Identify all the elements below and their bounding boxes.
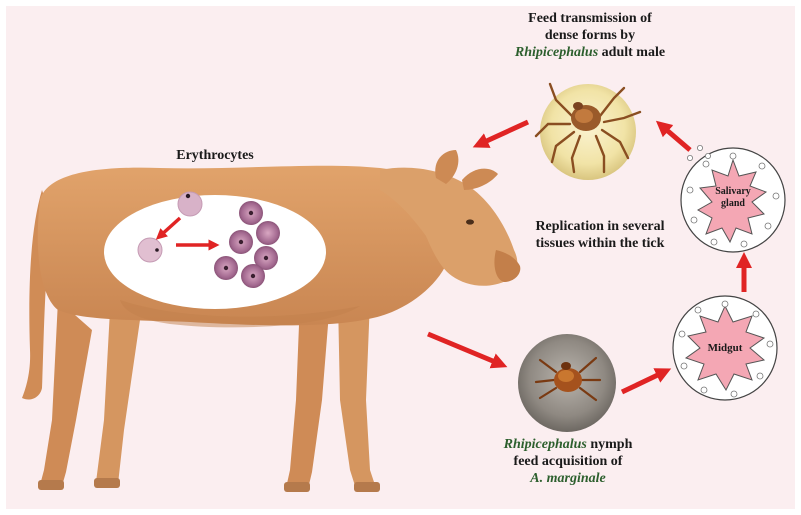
nymph-tick-photo (518, 334, 616, 432)
pathogen-name: A. marginale (483, 470, 653, 487)
feed-transmission-line3-rest: adult male (598, 45, 665, 60)
salivary-gland-label: Salivary gland (703, 186, 763, 210)
nymph-acquisition-line2: feed acquisition of (483, 453, 653, 470)
replication-line2: tissues within the tick (525, 235, 675, 252)
replication-line1: Replication in several (525, 218, 675, 235)
erythrocytes-label: Erythrocytes (160, 147, 270, 164)
nymph-acquisition-line1: Rhipicephalus nymph (483, 436, 653, 453)
feed-transmission-line2: dense forms by (490, 27, 690, 44)
species-name: Rhipicephalus (515, 45, 598, 60)
feed-transmission-line3: Rhipicephalus adult male (490, 44, 690, 61)
erythrocyte-panel (104, 195, 326, 309)
feed-transmission-label: Feed transmission of dense forms by Rhip… (490, 10, 690, 61)
feed-transmission-line1: Feed transmission of (490, 10, 690, 27)
midgut-label: Midgut (700, 342, 750, 354)
salivary-gland-line1: Salivary (703, 186, 763, 198)
nymph-acquisition-label: Rhipicephalus nymph feed acquisition of … (483, 436, 653, 487)
nymph-acquisition-line1-rest: nymph (587, 437, 633, 452)
replication-label: Replication in several tissues within th… (525, 218, 675, 252)
salivary-gland-line2: gland (703, 198, 763, 210)
species-name: Rhipicephalus (504, 437, 587, 452)
